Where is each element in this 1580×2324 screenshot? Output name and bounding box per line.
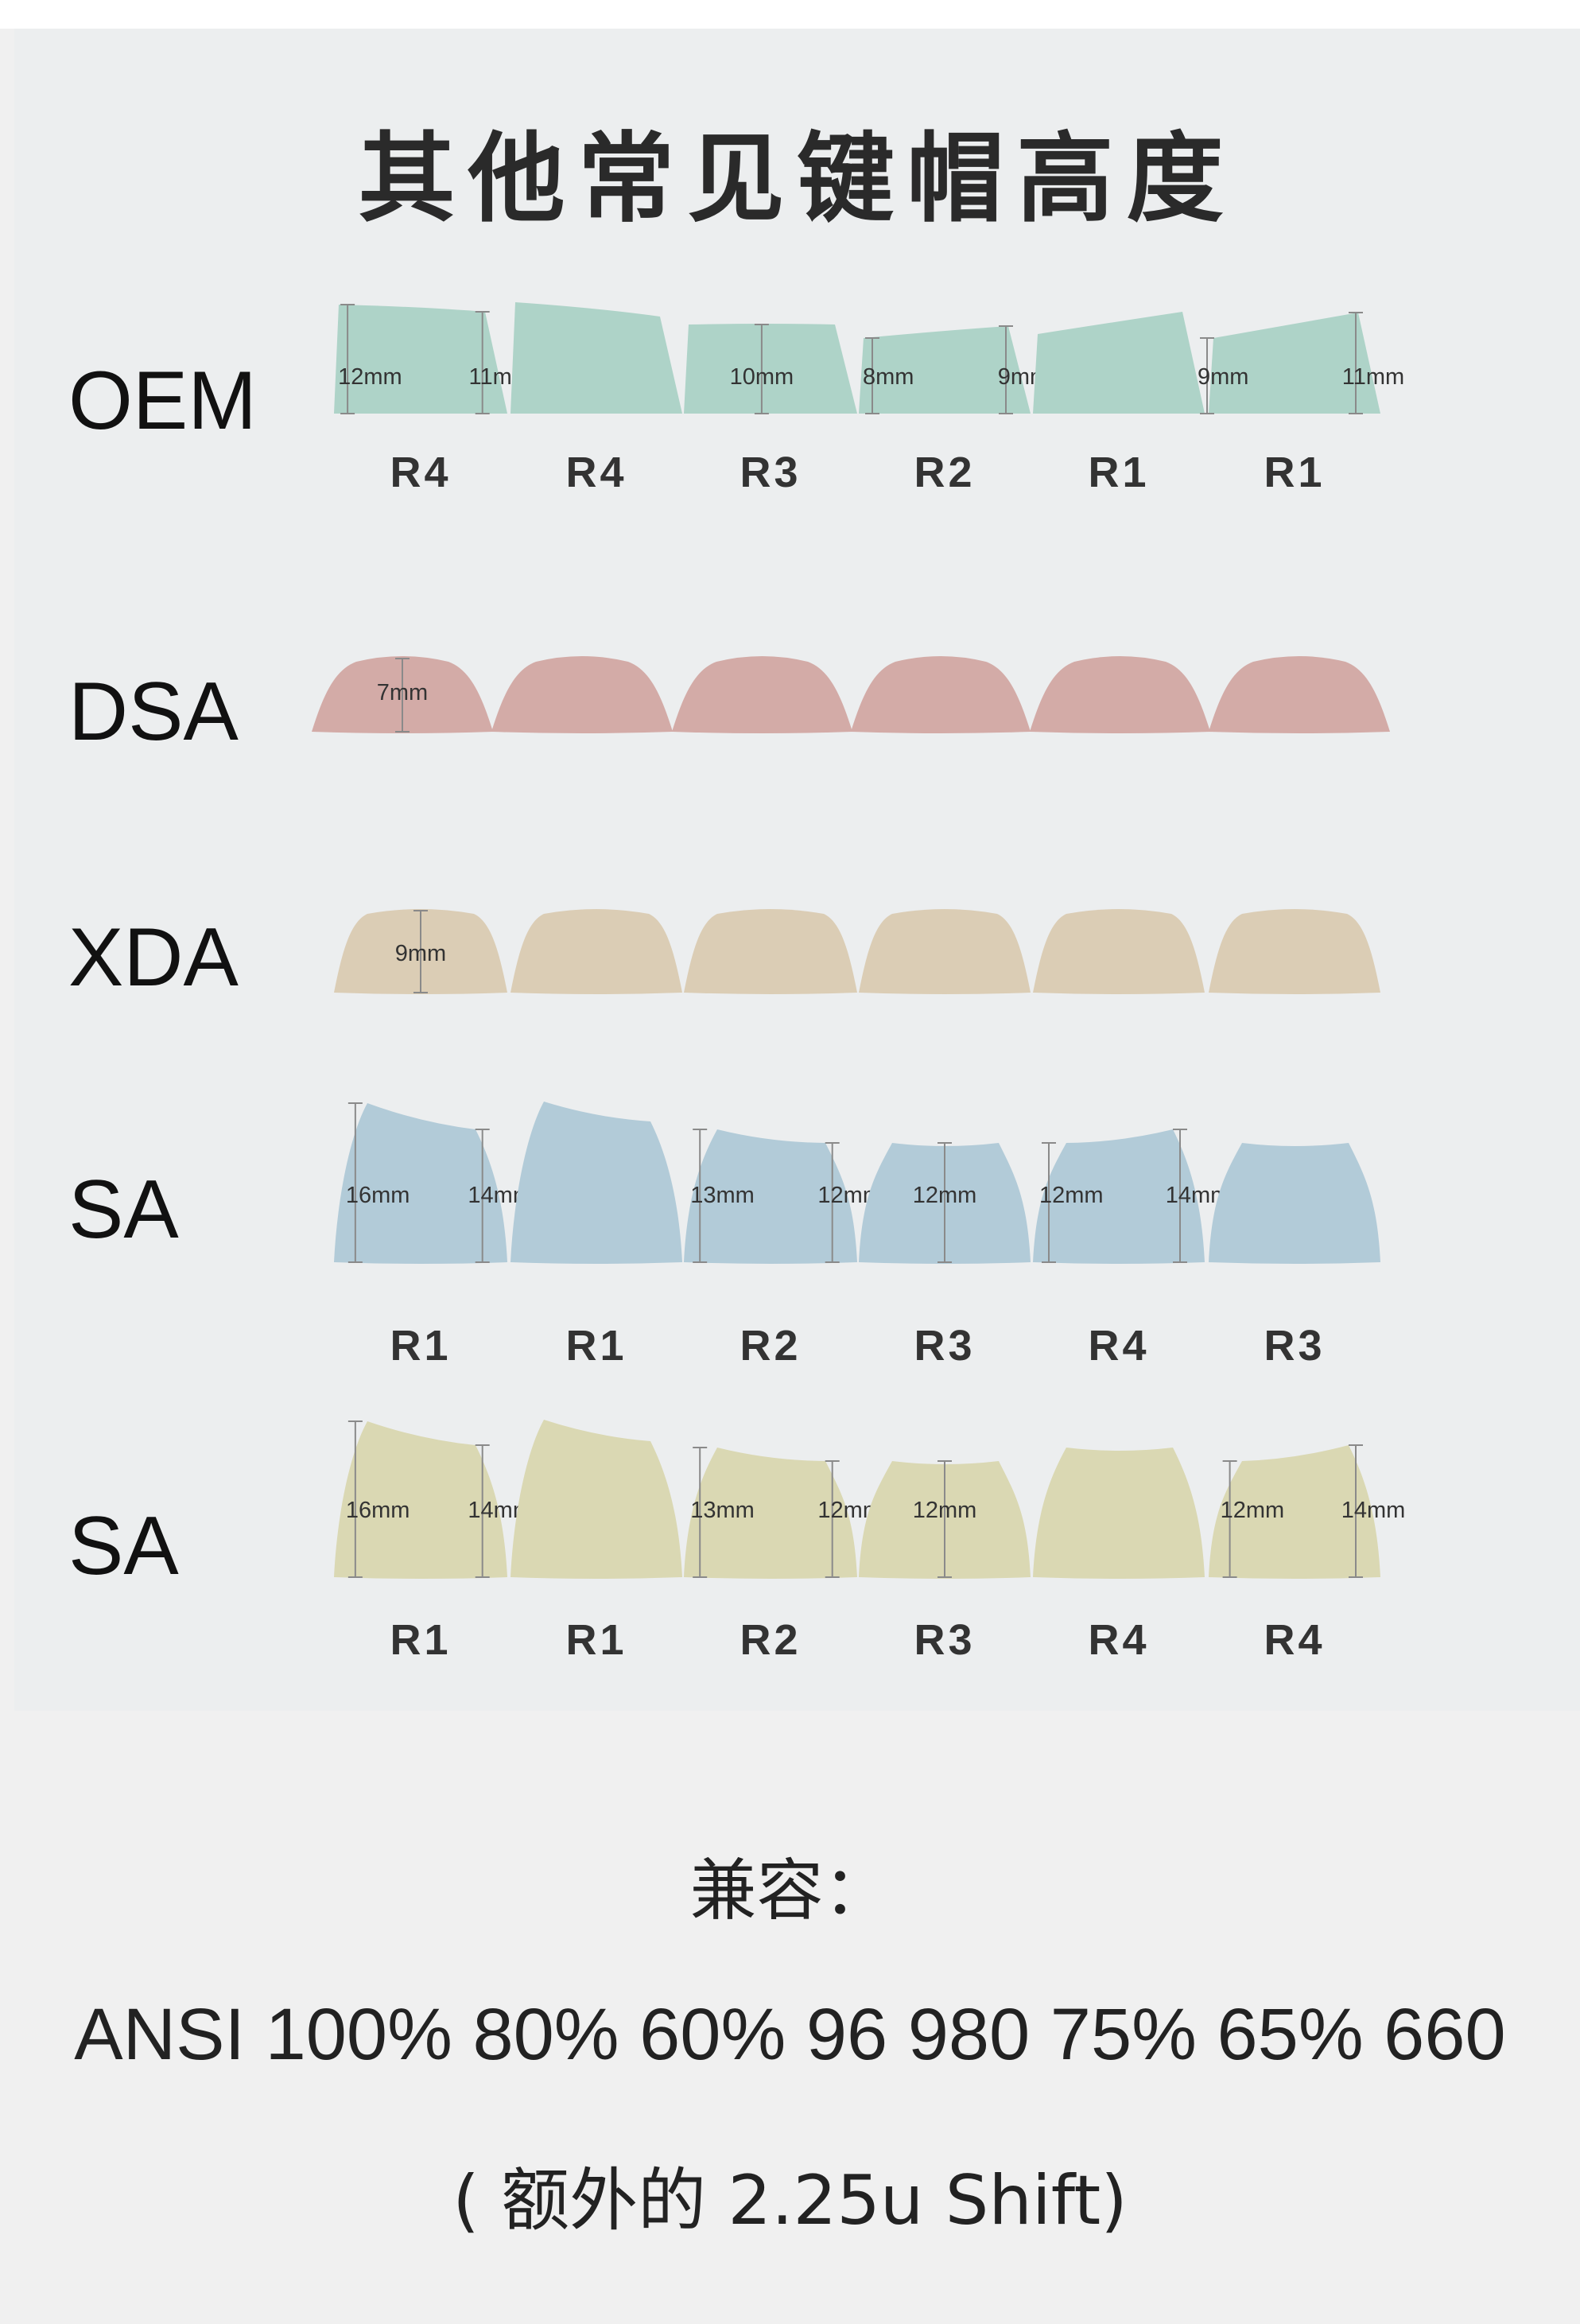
row-label: R1 bbox=[1088, 449, 1149, 496]
row-label: R2 bbox=[740, 1616, 801, 1664]
row-label: R4 bbox=[1088, 1322, 1149, 1370]
height-label: 16mm bbox=[346, 1498, 410, 1523]
compatibility-label: 兼容： bbox=[689, 1852, 891, 1930]
height-label: 7mm bbox=[377, 680, 428, 705]
height-label: 12mm bbox=[1039, 1183, 1104, 1208]
height-label: 16mm bbox=[346, 1183, 410, 1208]
row-label: R3 bbox=[740, 449, 801, 496]
keycap-shape bbox=[684, 909, 857, 994]
row-label: R1 bbox=[565, 1616, 627, 1664]
keycap-shape bbox=[1209, 313, 1380, 414]
keycap-shape bbox=[1209, 1445, 1380, 1579]
compatibility-note: ( 额外的 2.25u Shift) bbox=[452, 2161, 1128, 2240]
row-label: R3 bbox=[914, 1616, 975, 1664]
top-bar bbox=[0, 0, 1580, 29]
keycap-shape bbox=[684, 1448, 857, 1579]
height-label: 12mm bbox=[338, 364, 402, 390]
keycap-shape bbox=[1033, 1129, 1205, 1264]
height-label: 12mm bbox=[913, 1498, 977, 1523]
row-label: R4 bbox=[390, 449, 451, 496]
keycap-shape bbox=[684, 324, 857, 414]
keycap-shape bbox=[672, 656, 852, 733]
keycap-shape bbox=[334, 305, 507, 414]
keycap-shape bbox=[1033, 312, 1205, 414]
row-label: R1 bbox=[390, 1322, 451, 1370]
keycap-shape bbox=[1209, 1143, 1380, 1264]
profile-label-xda: XDA bbox=[68, 911, 239, 1004]
row-label: R4 bbox=[1264, 1616, 1325, 1664]
keycap-shape bbox=[510, 302, 682, 414]
profile-row-1: 7mm bbox=[312, 656, 1390, 733]
keycap-shape bbox=[510, 909, 682, 994]
keycap-shape bbox=[1033, 1448, 1205, 1579]
row-label: R1 bbox=[565, 1322, 627, 1370]
row-label: R3 bbox=[914, 1322, 975, 1370]
keycap-shape bbox=[1209, 909, 1380, 994]
height-label: 9mm bbox=[395, 941, 446, 966]
page-title: 其他常见键帽高度 bbox=[358, 122, 1236, 235]
keycap-shape bbox=[491, 656, 673, 733]
row-label: R1 bbox=[1264, 449, 1325, 496]
keycap-shape bbox=[1033, 909, 1205, 994]
profile-label-oem: OEM bbox=[68, 355, 257, 447]
keycap-shape bbox=[859, 909, 1031, 994]
keycap-shape bbox=[334, 1421, 507, 1579]
keycap-shape bbox=[510, 1102, 682, 1264]
height-label: 8mm bbox=[863, 364, 914, 390]
keycap-shape bbox=[510, 1420, 682, 1579]
diagram-panel: 其他常见键帽高度 bbox=[14, 29, 1580, 1711]
keycap-shape bbox=[851, 656, 1031, 733]
height-label: 13mm bbox=[690, 1183, 755, 1208]
row-label: R2 bbox=[914, 449, 975, 496]
row-label: R1 bbox=[390, 1616, 451, 1664]
height-label: 10mm bbox=[730, 364, 794, 390]
row-label: R3 bbox=[1264, 1322, 1325, 1370]
keycap-shape bbox=[859, 326, 1031, 414]
keycap-shape bbox=[684, 1129, 857, 1264]
height-label: 11mm bbox=[1342, 364, 1404, 390]
keycap-shape bbox=[1209, 656, 1390, 733]
keycap-shape bbox=[1030, 656, 1210, 733]
height-label: 14mm bbox=[1341, 1498, 1406, 1523]
height-label: 13mm bbox=[690, 1498, 755, 1523]
keycap-shape bbox=[334, 1103, 507, 1264]
profile-label-sa-1: SA bbox=[68, 1164, 179, 1256]
row-label: R4 bbox=[565, 449, 627, 496]
height-label: 9mm bbox=[1198, 364, 1248, 390]
profile-label-dsa: DSA bbox=[68, 666, 239, 758]
row-label: R2 bbox=[740, 1322, 801, 1370]
height-label: 12mm bbox=[913, 1183, 977, 1208]
compatibility-layouts: ANSI 100% 80% 60% 96 980 75% 65% 660 bbox=[74, 1994, 1506, 2075]
height-label: 12mm bbox=[1221, 1498, 1285, 1523]
profile-label-sa-2: SA bbox=[68, 1500, 179, 1592]
profile-row-2: 9mm bbox=[334, 909, 1380, 994]
row-label: R4 bbox=[1088, 1616, 1149, 1664]
